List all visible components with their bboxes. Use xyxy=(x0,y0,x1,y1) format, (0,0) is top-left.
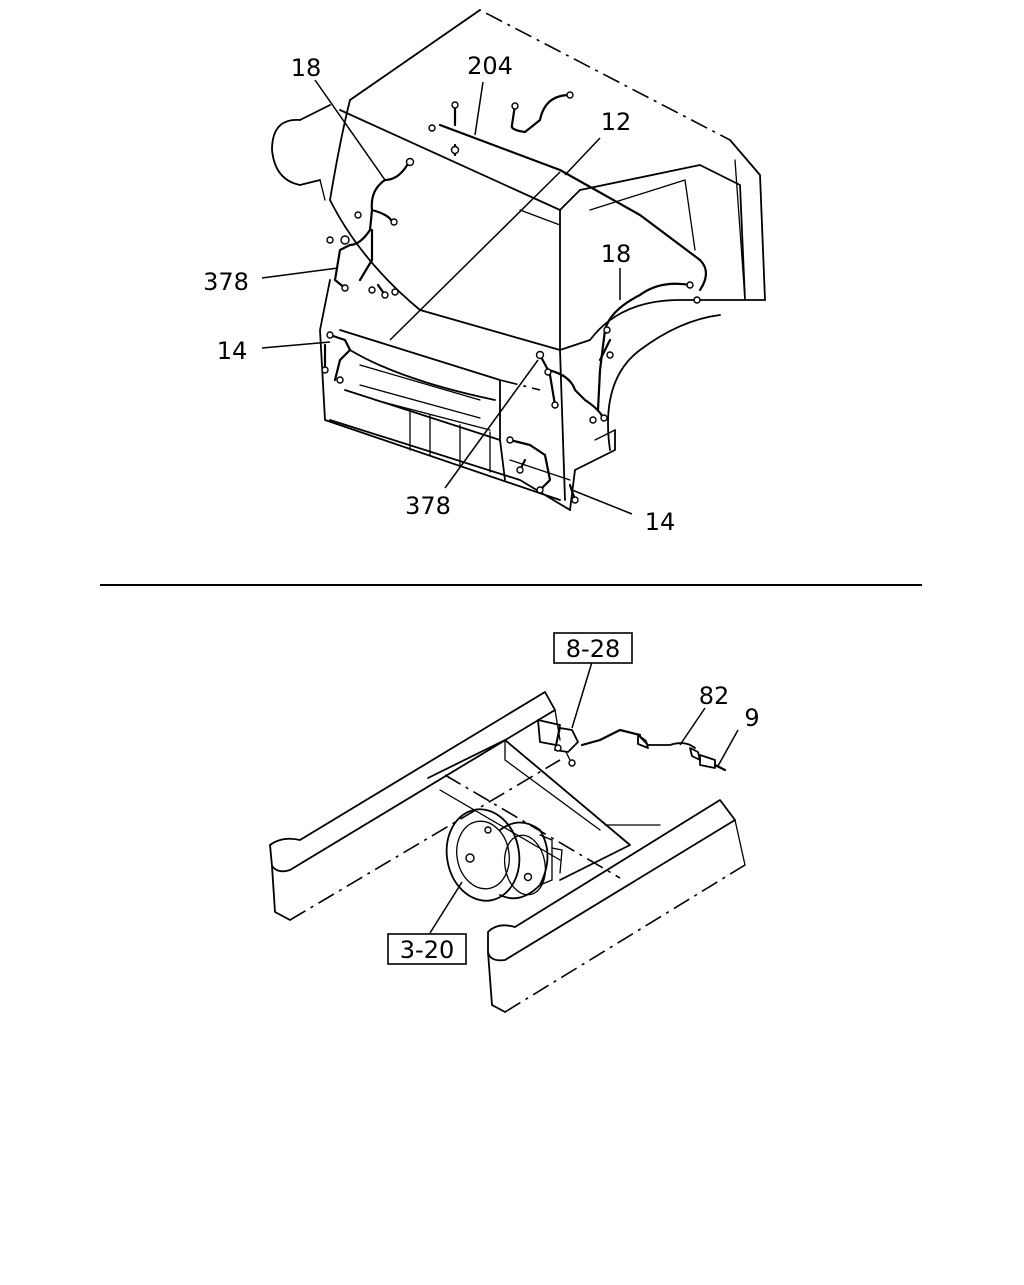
chassis-frame-drawing xyxy=(269,691,746,1013)
callout-14-right: 14 xyxy=(645,508,676,536)
cab-wiring-harnesses xyxy=(323,93,708,502)
bottom-leader-lines xyxy=(429,661,739,934)
callout-378-bottom: 378 xyxy=(405,492,451,520)
ref-box-3-20 xyxy=(387,933,467,965)
callout-18-right: 18 xyxy=(601,240,632,268)
top-leader-lines xyxy=(261,79,633,515)
bottom-callouts: 8-28 82 9 3-20 xyxy=(387,632,760,965)
callout-3-20: 3-20 xyxy=(400,936,454,964)
ref-box-8-28 xyxy=(553,632,633,664)
callout-82: 82 xyxy=(699,682,730,710)
callout-9: 9 xyxy=(744,704,759,732)
harness-connectors xyxy=(321,91,701,504)
callout-204: 204 xyxy=(467,52,513,80)
top-callouts: 18 204 12 18 378 14 378 14 xyxy=(203,52,675,536)
callout-14-left: 14 xyxy=(217,337,248,365)
callout-378-left: 378 xyxy=(203,268,249,296)
callout-8-28: 8-28 xyxy=(566,635,620,663)
callout-12: 12 xyxy=(601,108,632,136)
callout-18-left: 18 xyxy=(291,54,322,82)
truck-cab-drawing xyxy=(271,9,766,511)
